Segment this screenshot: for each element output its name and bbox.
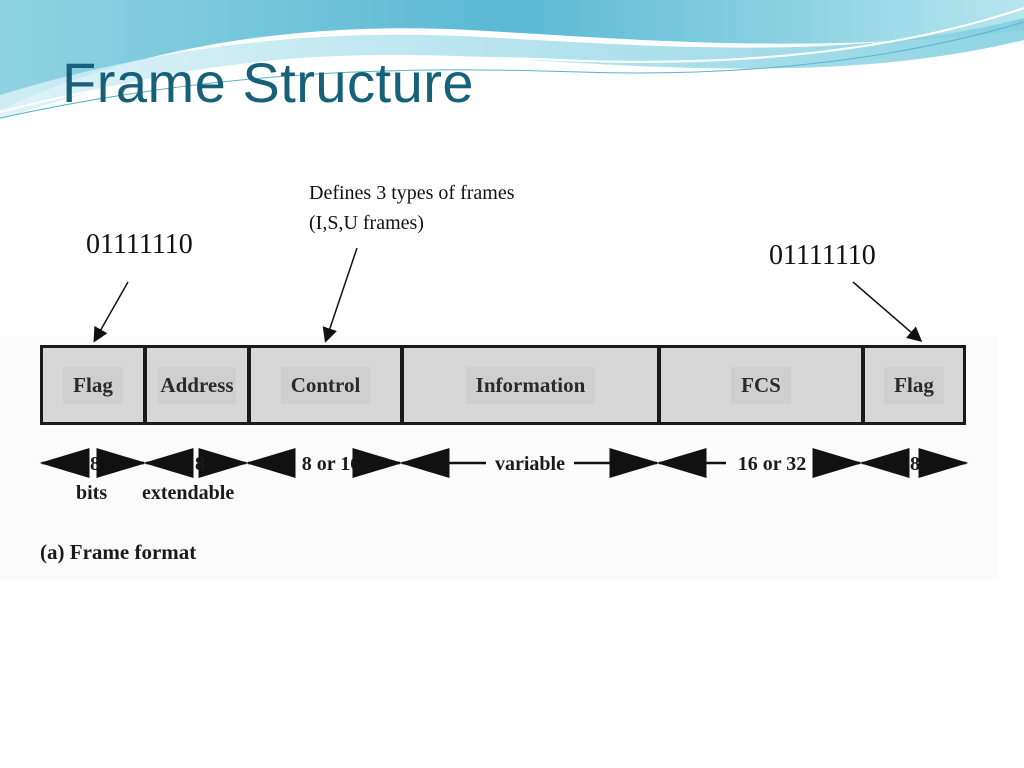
left-flag-arrow: [93, 281, 129, 343]
width-control: 8 or 16: [245, 448, 403, 478]
field-fcs: FCS: [661, 348, 865, 422]
width-information: variable: [399, 448, 660, 478]
control-annotation-line1: Defines 3 types of frames: [309, 182, 515, 204]
header-wave-decoration: [0, 0, 1024, 120]
width-flag-start: 8: [39, 448, 147, 478]
width-label: 8 or 16: [302, 453, 361, 475]
field-label: Control: [280, 366, 371, 404]
field-flag-end: Flag: [865, 348, 963, 422]
right-flag-arrow: [852, 281, 923, 342]
control-annotation-line2: (I,S,U frames): [309, 212, 424, 234]
width-label: 8: [195, 453, 205, 475]
field-flag-start: Flag: [43, 348, 147, 422]
field-label: Flag: [63, 366, 123, 404]
field-address: Address: [147, 348, 251, 422]
width-address: 8: [143, 448, 249, 478]
width-fcs: 16 or 32: [656, 448, 863, 478]
width-flag-end: 8: [859, 448, 969, 478]
frame-format-diagram: Flag Address Control Information FCS Fla…: [40, 345, 966, 425]
left-flag-bit-pattern: 01111110: [86, 229, 193, 260]
field-label: FCS: [731, 366, 791, 404]
field-width-dimension-arrows: 8 8 8 or 16 variable 16 or 32 8: [39, 448, 969, 478]
width-label: 8: [910, 453, 920, 475]
right-flag-bit-pattern: 01111110: [769, 240, 876, 271]
field-control: Control: [251, 348, 404, 422]
width-label: variable: [495, 453, 565, 475]
width-label: 8: [90, 453, 100, 475]
field-label: Information: [465, 366, 596, 404]
figure-caption: (a) Frame format: [40, 540, 197, 564]
control-arrow: [322, 247, 358, 343]
field-information: Information: [404, 348, 661, 422]
width-label: 16 or 32: [738, 453, 807, 475]
width-sub-label-extendable: extendable: [142, 482, 235, 504]
field-label: Address: [158, 366, 236, 404]
slide-title: Frame Structure: [62, 51, 475, 114]
width-sub-label-bits: bits: [76, 482, 108, 504]
field-label: Flag: [884, 366, 944, 404]
